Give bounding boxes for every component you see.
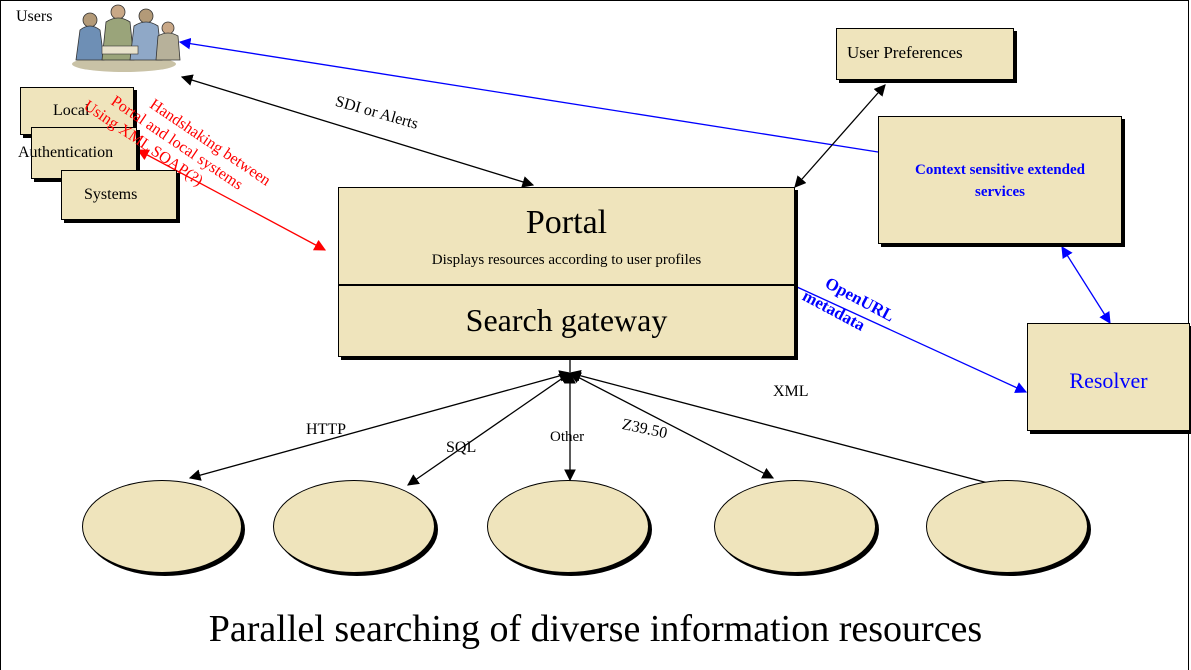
http-arrow [188, 370, 572, 481]
portal-subtitle: Displays resources according to user pro… [431, 252, 702, 268]
context-to-users-arrow [178, 37, 879, 153]
portal-box: Portal Displays resources according to u… [338, 187, 795, 357]
z3950-arrow [568, 372, 775, 479]
other-label: Other [550, 429, 585, 445]
user-preferences-box: User Preferences [836, 28, 1014, 80]
systems-box: Systems [61, 170, 177, 220]
search-gateway-label: Search gateway [465, 302, 668, 338]
user-preferences-label: User Preferences [847, 43, 963, 62]
context-line-1: Context sensitive extended [915, 162, 1085, 178]
portal-divider [339, 284, 794, 286]
resolver-label: Resolver [1069, 368, 1148, 393]
sql-arrow [407, 372, 571, 486]
authentication-label: Authentication [18, 144, 114, 161]
xml-label: XML [773, 383, 809, 400]
resource-ellipse-4 [714, 480, 876, 573]
diagram-caption: Parallel searching of diverse informatio… [208, 608, 983, 650]
http-label: HTTP [306, 421, 346, 438]
context-resolver-arrow [1061, 246, 1111, 324]
resource-ellipse-3 [487, 480, 649, 573]
resource-ellipse-1 [82, 480, 242, 573]
resolver-box: Resolver [1027, 323, 1190, 431]
context-services-box: Context sensitive extended services [878, 116, 1122, 244]
systems-label: Systems [84, 186, 138, 203]
resource-ellipse-2 [273, 480, 435, 573]
preferences-arrow [794, 84, 886, 188]
xml-arrow [568, 370, 1009, 491]
sdi-arrow [180, 74, 535, 188]
sql-label: SQL [446, 439, 477, 456]
handshake-arrow [136, 149, 327, 251]
local-label: Local [53, 102, 90, 119]
context-services-label: Context sensitive extended services [879, 159, 1121, 203]
resource-ellipse-5 [926, 480, 1088, 573]
context-line-2: services [975, 184, 1025, 200]
portal-title: Portal [525, 204, 608, 241]
users-label: Users [16, 8, 53, 25]
